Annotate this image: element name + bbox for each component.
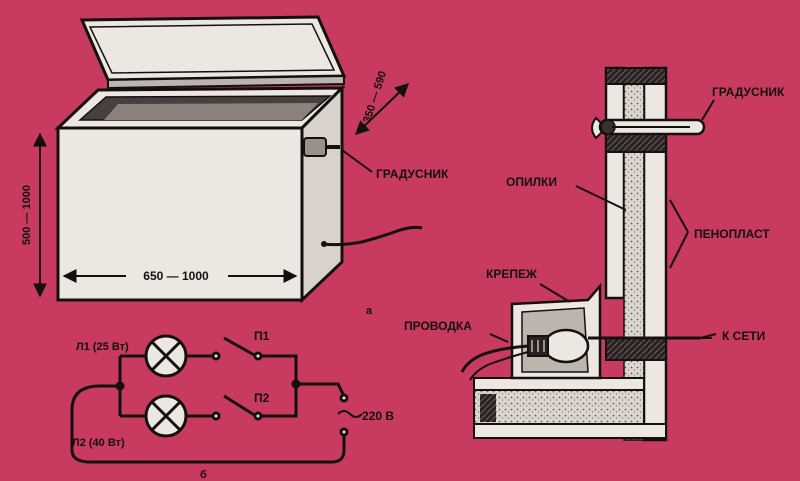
foam-label: ПЕНОПЛАСТ xyxy=(694,227,770,241)
lamp-l1-icon xyxy=(144,334,188,378)
box-thermometer-icon xyxy=(303,137,340,157)
lamp-l2-label: Л2 (40 Вт) xyxy=(72,437,125,449)
section-labels: ГРАДУСНИК ОПИЛКИ ПЕНОПЛАСТ КРЕПЕЖ ПРОВОД… xyxy=(404,85,785,343)
lamp-bulb-icon xyxy=(527,328,590,364)
box-thermometer-label: ГРАДУСНИК xyxy=(376,167,449,181)
box-figure: 500 — 1000 650 — 1000 350 — 590 ГРАДУСНИ… xyxy=(21,15,449,317)
depth-dimension-line xyxy=(354,83,410,135)
switch-p1-label: П1 xyxy=(254,329,270,343)
box-lid xyxy=(79,15,347,90)
wiring-label: ПРОВОДКА xyxy=(404,319,472,333)
floor-sawdust xyxy=(473,389,645,425)
circuit-labels: Л1 (25 Вт) Л2 (40 Вт) П1 П2 220 В б xyxy=(72,329,394,481)
mains-label: К СЕТИ xyxy=(722,329,765,343)
sawdust-label: ОПИЛКИ xyxy=(506,175,557,189)
switch-p2-label: П2 xyxy=(254,391,270,405)
wall-thermometer-icon xyxy=(591,116,706,140)
foam-inner-layer xyxy=(604,66,626,300)
circuit-figure xyxy=(70,334,363,464)
figure-a-label: а xyxy=(366,305,373,317)
box-cable xyxy=(321,225,423,247)
voltage-label: 220 В xyxy=(362,409,394,423)
width-dimension: 650 — 1000 xyxy=(143,269,209,283)
wall-thermometer-label: ГРАДУСНИК xyxy=(712,85,785,99)
height-dimension: 500 — 1000 xyxy=(21,185,33,245)
wiring-cable xyxy=(460,344,529,373)
depth-dimension: 350 — 590 xyxy=(361,70,389,125)
wall-section-figure xyxy=(460,66,717,442)
lamp-l1-label: Л1 (25 Вт) xyxy=(76,341,129,353)
switch-p1-icon xyxy=(223,336,257,358)
lamp-l2-icon xyxy=(144,394,188,438)
figure-b-label: б xyxy=(200,469,207,481)
switch-p2-icon xyxy=(223,394,257,418)
mount-label: КРЕПЕЖ xyxy=(486,267,537,281)
